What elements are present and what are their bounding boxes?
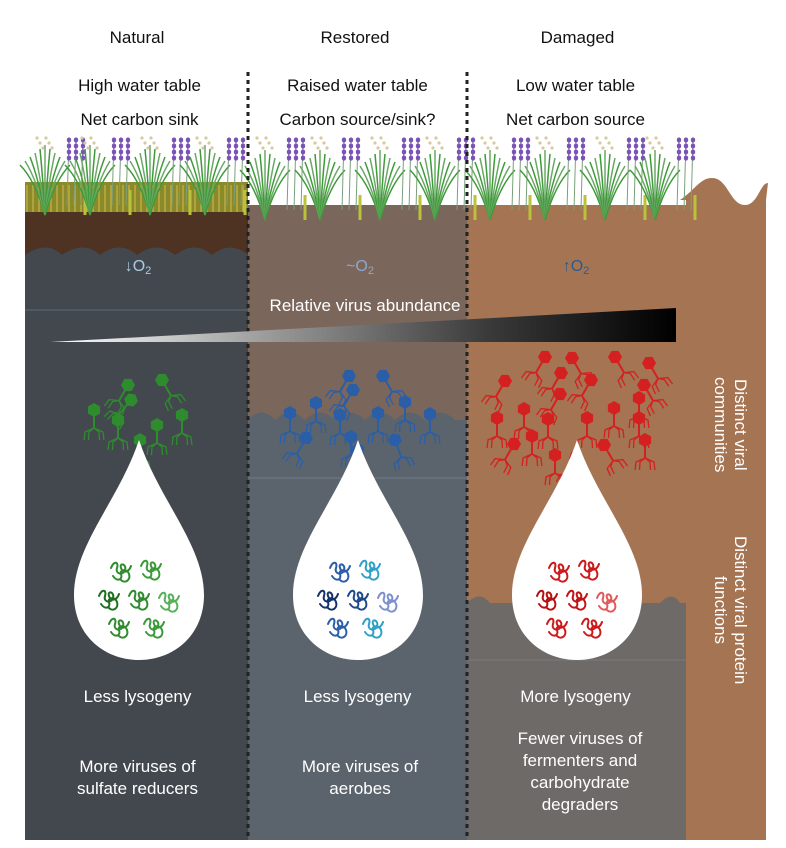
oxygen-level-natural: ↓O2	[124, 258, 152, 277]
column-title-natural: Natural	[109, 28, 165, 47]
protein-icon	[548, 561, 570, 583]
protein-icon	[140, 559, 162, 581]
vegetation	[19, 136, 697, 221]
lysogeny-natural: Less lysogeny	[83, 687, 192, 706]
plant	[519, 136, 587, 221]
plant	[354, 136, 422, 221]
protein-droplet	[74, 440, 204, 660]
protein-icon	[359, 559, 381, 581]
water-table-restored: Raised water table	[287, 76, 428, 95]
protein-icon	[317, 589, 339, 611]
protein-icon	[536, 589, 558, 611]
phage-icon	[171, 408, 193, 446]
phage-icon	[566, 373, 599, 412]
protein-icon	[110, 561, 132, 583]
side-label-communities: Distinct viral communities	[711, 377, 750, 473]
water-table-damaged: Low water table	[515, 76, 636, 95]
plant	[239, 136, 307, 221]
phage-icon	[489, 437, 522, 476]
phage-icon	[281, 431, 314, 470]
column-title-damaged: Damaged	[540, 28, 615, 47]
plant	[579, 136, 647, 221]
phage-icon	[419, 407, 441, 445]
phage-icon	[634, 433, 656, 471]
plant	[179, 136, 247, 216]
phage-icon	[394, 395, 416, 433]
side-label-functions: Distinct viral protein functions	[711, 535, 750, 685]
restored-soil-layer	[248, 205, 467, 430]
plant	[629, 136, 697, 221]
water-table-natural: High water table	[78, 76, 201, 95]
host-viruses-natural: More viruses of sulfate reducers	[77, 757, 198, 798]
phage-icon	[388, 433, 416, 472]
phage-icon	[537, 412, 559, 450]
carbon-status-damaged: Net carbon source	[506, 110, 645, 129]
phage-icon	[103, 378, 136, 417]
plant	[294, 136, 362, 221]
protein-icon	[128, 589, 150, 611]
damaged-water-layer	[467, 596, 686, 840]
protein-icon	[347, 589, 369, 611]
protein-icon	[143, 617, 165, 639]
protein-icon	[578, 559, 600, 581]
carbon-status-natural: Net carbon sink	[80, 110, 199, 129]
column-title-restored: Restored	[320, 28, 390, 47]
phage-icon	[486, 411, 508, 449]
plant	[464, 136, 532, 221]
lysogeny-restored: Less lysogeny	[303, 687, 412, 706]
host-viruses-damaged: Fewer viruses of fermenters and carbohyd…	[517, 729, 643, 814]
protein-droplet	[512, 440, 642, 660]
phage-icon	[576, 411, 598, 449]
protein-icon	[158, 591, 180, 613]
protein-icon	[108, 617, 130, 639]
phage-icon	[83, 403, 105, 441]
protein-icon	[546, 617, 568, 639]
protein-icon	[327, 617, 349, 639]
protein-icon	[596, 591, 618, 613]
phage-icon	[480, 374, 513, 413]
plant	[124, 136, 192, 216]
phage-icon	[154, 373, 187, 412]
protein-icon	[362, 617, 384, 639]
phage-icon	[107, 413, 129, 451]
host-viruses-restored: More viruses of aerobes	[301, 757, 419, 798]
protein-icon	[377, 591, 399, 613]
virus-abundance-label: Relative virus abundance	[269, 296, 461, 315]
natural-soil-layer	[25, 210, 248, 260]
phage-icon	[520, 350, 553, 389]
phage-icon	[279, 406, 301, 444]
lysogeny-damaged: More lysogeny	[520, 687, 631, 706]
protein-icon	[581, 617, 603, 639]
phage-icon	[328, 383, 361, 422]
phage-icon	[596, 438, 629, 477]
phage-icon	[367, 406, 389, 444]
phage-icon	[305, 396, 327, 434]
plant	[409, 136, 477, 221]
protein-icon	[566, 589, 588, 611]
phage-icon	[641, 356, 674, 395]
oxygen-level-damaged: ↑O2	[562, 258, 590, 277]
phage-icon	[607, 350, 640, 389]
moss-layer	[25, 182, 248, 212]
protein-droplet	[293, 440, 423, 660]
phage-icon	[146, 418, 168, 456]
protein-icon	[329, 561, 351, 583]
phage-icon	[544, 448, 566, 486]
virus-abundance-gradient	[50, 308, 676, 342]
protein-icon	[98, 589, 120, 611]
phage-icon	[375, 369, 408, 408]
droplets	[74, 440, 642, 660]
plant	[64, 136, 132, 216]
carbon-status-restored: Carbon source/sink?	[279, 110, 436, 129]
phage-icon	[603, 401, 625, 439]
oxygen-level-restored: ~O2	[346, 258, 374, 277]
phage-icon	[636, 378, 669, 417]
phage-icon	[521, 429, 543, 467]
damaged-soil-strip	[467, 178, 768, 840]
phage-icon	[324, 369, 357, 408]
